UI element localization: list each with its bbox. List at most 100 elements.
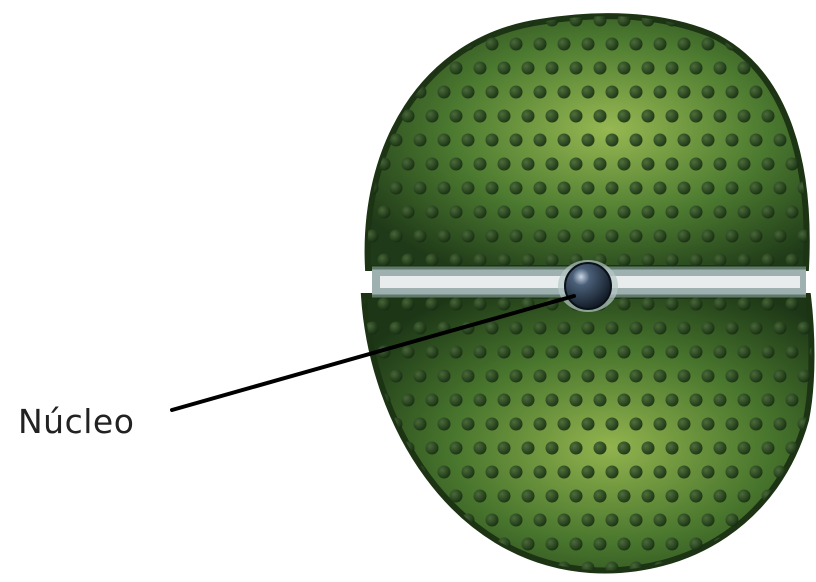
surface-bump — [798, 466, 811, 479]
surface-bump — [642, 394, 655, 407]
surface-bump — [738, 490, 751, 503]
surface-bump — [462, 370, 475, 383]
surface-bump — [450, 394, 463, 407]
surface-bump — [570, 394, 583, 407]
surface-bump — [462, 134, 475, 147]
surface-bump — [522, 110, 535, 123]
surface-bump — [426, 254, 439, 267]
surface-bump — [606, 182, 619, 195]
surface-bump — [522, 254, 535, 267]
surface-bump — [534, 322, 547, 335]
surface-bump — [402, 490, 415, 503]
surface-bump — [786, 14, 799, 27]
surface-bump — [534, 466, 547, 479]
surface-bump — [786, 62, 799, 75]
surface-bump — [354, 110, 367, 123]
surface-bump — [474, 206, 487, 219]
nucleus — [558, 260, 618, 312]
surface-bump — [750, 370, 763, 383]
surface-bump — [390, 514, 403, 527]
surface-bump — [426, 394, 439, 407]
surface-bump — [618, 394, 631, 407]
surface-bump — [762, 442, 775, 455]
surface-bump — [666, 394, 679, 407]
surface-bump — [534, 370, 547, 383]
surface-bump — [354, 394, 367, 407]
surface-bump — [390, 322, 403, 335]
surface-bump — [702, 182, 715, 195]
surface-bump — [774, 134, 787, 147]
surface-bump — [690, 110, 703, 123]
surface-bump — [666, 442, 679, 455]
surface-bump — [714, 206, 727, 219]
surface-bump — [582, 514, 595, 527]
surface-bump — [786, 538, 799, 551]
surface-bump — [714, 62, 727, 75]
surface-bump — [750, 134, 763, 147]
surface-bump — [774, 38, 787, 51]
surface-bump — [402, 158, 415, 171]
surface-bump — [390, 38, 403, 51]
surface-bump — [666, 346, 679, 359]
surface-bump — [726, 418, 739, 431]
surface-bump — [570, 206, 583, 219]
surface-bump — [450, 158, 463, 171]
surface-bump — [630, 370, 643, 383]
surface-bump — [582, 230, 595, 243]
surface-bump — [366, 418, 379, 431]
surface-bump — [594, 206, 607, 219]
surface-bump — [702, 514, 715, 527]
surface-bump — [642, 538, 655, 551]
surface-bump — [726, 322, 739, 335]
surface-bump — [522, 346, 535, 359]
surface-bump — [594, 110, 607, 123]
surface-bump — [654, 370, 667, 383]
surface-bump — [558, 466, 571, 479]
surface-bump — [558, 370, 571, 383]
surface-bump — [570, 158, 583, 171]
surface-bump — [702, 370, 715, 383]
surface-bump — [438, 134, 451, 147]
surface-bump — [774, 562, 787, 575]
surface-bump — [414, 38, 427, 51]
surface-bump — [462, 86, 475, 99]
surface-bump — [486, 466, 499, 479]
surface-bump — [618, 110, 631, 123]
surface-bump — [810, 62, 816, 75]
surface-bump — [414, 514, 427, 527]
surface-bump — [498, 298, 511, 311]
surface-bump — [546, 254, 559, 267]
surface-bump — [570, 346, 583, 359]
surface-bump — [594, 538, 607, 551]
surface-bump — [738, 298, 751, 311]
surface-bump — [738, 158, 751, 171]
surface-bump — [690, 254, 703, 267]
surface-bump — [414, 134, 427, 147]
surface-bump — [438, 418, 451, 431]
surface-bump — [654, 134, 667, 147]
surface-bump — [810, 158, 816, 171]
surface-bump — [498, 254, 511, 267]
surface-bump — [798, 514, 811, 527]
surface-bump — [594, 62, 607, 75]
surface-bump — [654, 38, 667, 51]
surface-bump — [630, 86, 643, 99]
surface-bump — [750, 418, 763, 431]
surface-bump — [774, 322, 787, 335]
surface-bump — [438, 182, 451, 195]
surface-bump — [798, 86, 811, 99]
surface-bump — [750, 322, 763, 335]
surface-bump — [642, 158, 655, 171]
surface-bump — [714, 158, 727, 171]
surface-bump — [462, 466, 475, 479]
surface-bump — [702, 38, 715, 51]
surface-bump — [426, 442, 439, 455]
surface-bump — [498, 206, 511, 219]
surface-bump — [678, 134, 691, 147]
surface-bump — [606, 514, 619, 527]
surface-bump — [570, 442, 583, 455]
surface-bump — [414, 370, 427, 383]
surface-bump — [702, 134, 715, 147]
surface-bump — [666, 298, 679, 311]
surface-bump — [798, 134, 811, 147]
